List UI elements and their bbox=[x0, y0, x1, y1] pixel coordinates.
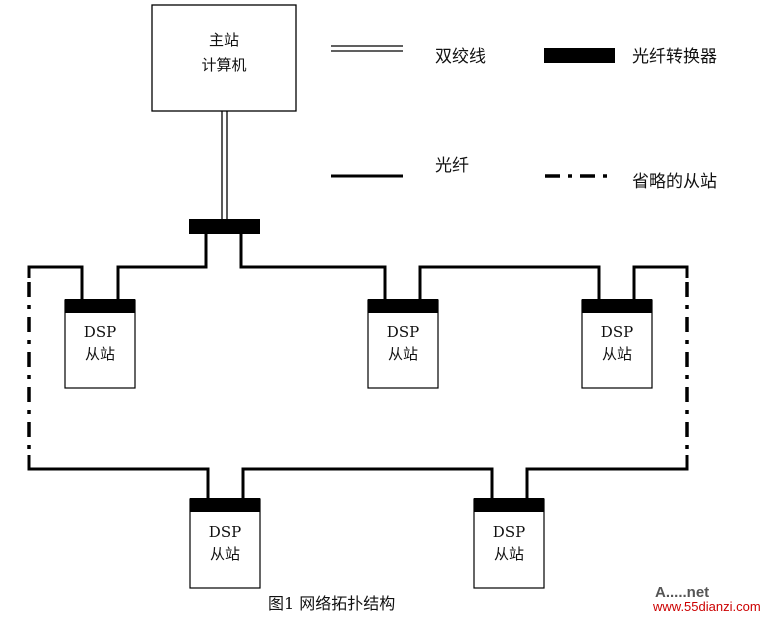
watermark-url: www.55dianzi.com bbox=[652, 599, 761, 614]
figure-caption: 图1 网络拓扑结构 bbox=[268, 594, 395, 613]
slave-fiber-converter bbox=[368, 299, 438, 313]
slave-label-2: 从站 bbox=[602, 345, 632, 363]
master-station-label-1: 主站 bbox=[209, 31, 239, 49]
slave-label-1: DSP bbox=[84, 323, 116, 341]
fiber-ring bbox=[27, 234, 689, 500]
slave-station-box bbox=[473, 498, 545, 589]
slave-station-3: DSP 从站 bbox=[581, 299, 653, 389]
twisted-pair-link bbox=[221, 111, 228, 220]
master-station-box bbox=[151, 4, 297, 112]
master-fiber-converter bbox=[189, 219, 260, 234]
slave-fiber-converter bbox=[474, 498, 544, 512]
watermark-logo: A.....net bbox=[655, 584, 709, 601]
legend-omitted-label: 省略的从站 bbox=[632, 172, 717, 192]
slave-label-1: DSP bbox=[493, 523, 525, 541]
slave-label-1: DSP bbox=[601, 323, 633, 341]
slave-station-5: DSP 从站 bbox=[473, 498, 545, 589]
legend-converter-label: 光纤转换器 bbox=[632, 47, 717, 67]
slave-station-box bbox=[189, 498, 261, 589]
slave-label-2: 从站 bbox=[388, 345, 418, 363]
slave-station-box bbox=[367, 299, 439, 389]
slave-label-1: DSP bbox=[209, 523, 241, 541]
slave-station-1: DSP 从站 bbox=[64, 299, 136, 389]
slave-station-4: DSP 从站 bbox=[189, 498, 261, 589]
master-station-label-2: 计算机 bbox=[201, 56, 246, 74]
legend-twisted-pair-label: 双绞线 bbox=[435, 47, 486, 67]
slave-label-2: 从站 bbox=[210, 545, 240, 563]
slave-fiber-converter bbox=[582, 299, 652, 313]
slave-station-box bbox=[64, 299, 136, 389]
slave-station-2: DSP 从站 bbox=[367, 299, 439, 389]
legend-fiber-label: 光纤 bbox=[435, 156, 469, 176]
master-station: 主站 计算机 bbox=[151, 4, 297, 112]
slave-fiber-converter bbox=[190, 498, 260, 512]
legend: 双绞线 光纤转换器 光纤 省略的从站 bbox=[331, 45, 717, 192]
slave-station-box bbox=[581, 299, 653, 389]
legend-twisted-pair-symbol bbox=[331, 45, 403, 52]
slave-label-1: DSP bbox=[387, 323, 419, 341]
slave-label-2: 从站 bbox=[494, 545, 524, 563]
slave-label-2: 从站 bbox=[85, 345, 115, 363]
slave-fiber-converter bbox=[65, 299, 135, 313]
omitted-stations bbox=[27, 282, 689, 453]
legend-converter-symbol bbox=[544, 48, 615, 63]
